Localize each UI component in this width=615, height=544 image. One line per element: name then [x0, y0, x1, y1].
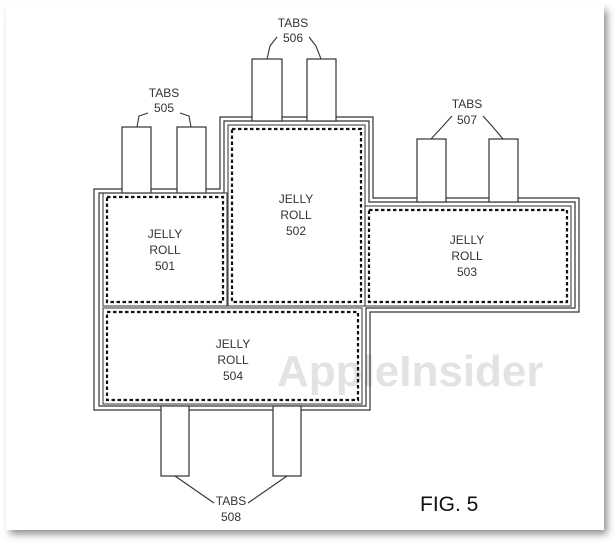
tabs-506-leader-right: [308, 36, 322, 60]
tab-506-right: [306, 58, 337, 122]
jelly-roll-501: JELLY ROLL 501: [102, 192, 228, 307]
jelly-roll-504-line2: ROLL: [217, 353, 249, 367]
jelly-roll-503-line3: 503: [457, 265, 477, 279]
jelly-roll-501-line1: JELLY: [148, 227, 182, 241]
jelly-roll-504: JELLY ROLL 504: [102, 307, 363, 405]
tabs-505-leader-right: [179, 112, 192, 128]
tabs-508-callout: TABS 508: [174, 475, 288, 524]
tab-505-right: [176, 126, 207, 194]
tabs-505-label-line1: TABS: [149, 86, 179, 100]
tabs-505-callout: TABS 505: [136, 86, 192, 128]
tabs-507-leader-left: [430, 115, 453, 140]
page: [6, 4, 604, 530]
tab-508-right: [272, 405, 302, 477]
tabs-508-label-line1: TABS: [216, 494, 246, 508]
tabs-507-label-line1: TABS: [452, 97, 482, 111]
tabs-507-label-line2: 507: [457, 113, 477, 127]
jelly-roll-502-line1: JELLY: [279, 192, 313, 206]
tabs-506-leader-left: [266, 36, 278, 60]
jelly-roll-503: JELLY ROLL 503: [364, 205, 572, 307]
tabs-507-leader-right: [482, 115, 504, 140]
tab-508-left: [160, 405, 190, 477]
figure-label: FIG. 5: [420, 493, 478, 516]
jelly-roll-504-line3: 504: [223, 369, 243, 383]
tabs-506-label-line1: TABS: [278, 16, 308, 30]
tabs-507-callout: TABS 507: [430, 97, 504, 140]
tabs-506-callout: TABS 506: [266, 16, 322, 60]
watermark-text: AppleInsider: [277, 347, 544, 396]
tab-506-left: [251, 58, 283, 122]
tabs-506-label-line2: 506: [283, 31, 303, 45]
jelly-roll-501-line3: 501: [155, 259, 175, 273]
tab-505-left: [121, 126, 152, 194]
jelly-roll-501-line2: ROLL: [149, 243, 181, 257]
jelly-roll-504-line1: JELLY: [216, 337, 250, 351]
tabs-505-label-line2: 505: [154, 101, 174, 115]
jelly-roll-502-line3: 502: [286, 224, 306, 238]
tab-507-left: [416, 138, 447, 203]
tab-507-right: [488, 138, 519, 203]
jelly-roll-503-line2: ROLL: [451, 249, 483, 263]
tabs-508-leader-left: [174, 475, 215, 504]
tabs-508-leader-right: [247, 475, 288, 504]
jelly-roll-503-line1: JELLY: [450, 233, 484, 247]
tabs-505-leader-left: [136, 112, 149, 128]
tabs-508-label-line2: 508: [221, 510, 241, 524]
jelly-roll-502-line2: ROLL: [280, 208, 312, 222]
